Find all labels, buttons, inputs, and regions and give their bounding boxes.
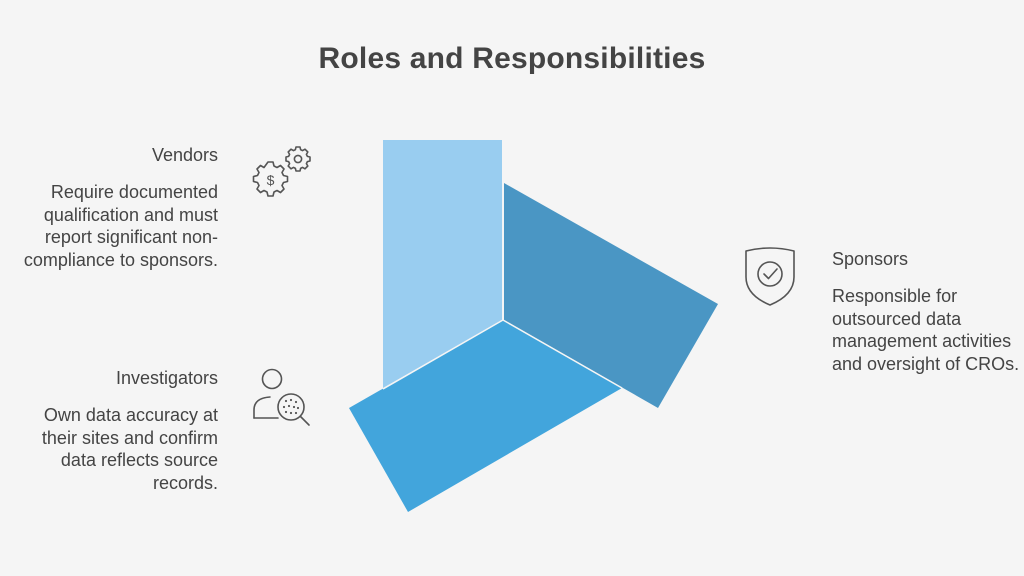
sponsors-description: Responsible for outsourced data manageme… xyxy=(832,286,1020,374)
sponsors-segment xyxy=(504,183,718,408)
vendors-description: Require documented qualification and mus… xyxy=(23,182,218,270)
vendors-segment xyxy=(383,140,502,388)
segment-seams xyxy=(382,140,623,390)
investigators-segment xyxy=(349,320,622,512)
shield-check-icon xyxy=(745,247,795,306)
vendors-label: Vendors xyxy=(151,145,218,165)
svg-text:$: $ xyxy=(267,172,275,188)
investigators-label: Investigators xyxy=(115,368,218,388)
sponsors-label: Sponsors xyxy=(832,249,909,269)
gear-dollar-icon: $ xyxy=(252,146,311,197)
page-title: Roles and Responsibilities xyxy=(318,42,706,75)
person-magnifier-icon xyxy=(253,368,310,426)
investigators-description: Own data accuracy at their sites and con… xyxy=(41,405,218,493)
